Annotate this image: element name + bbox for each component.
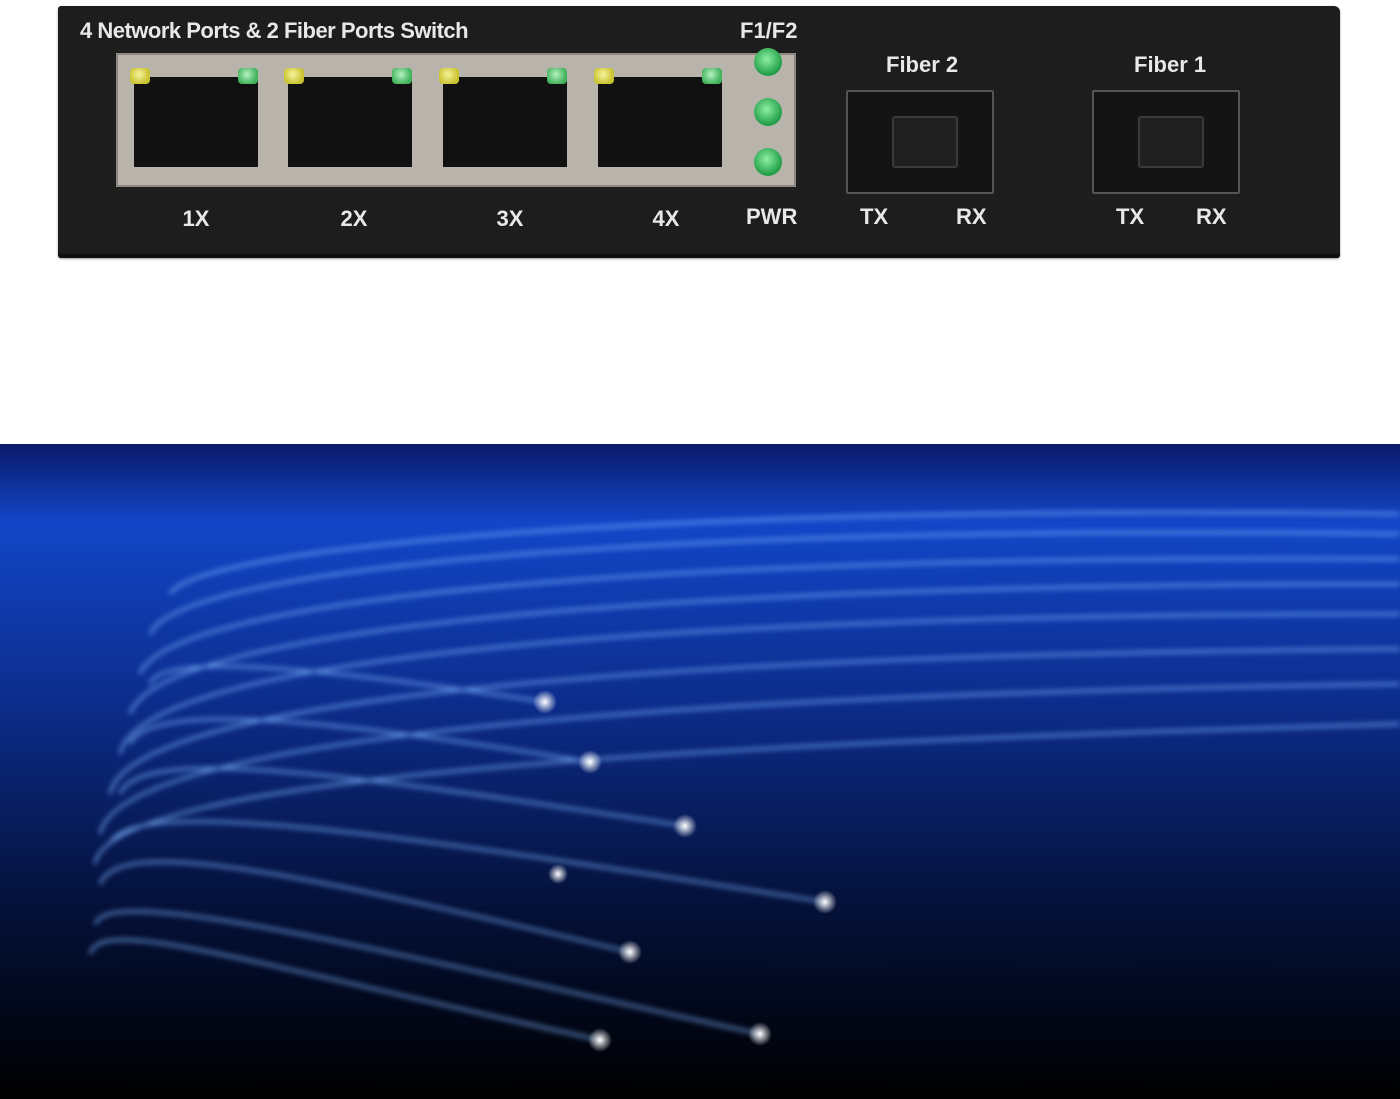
rj45-socket-icon — [443, 77, 567, 167]
port-label-3: 3X — [496, 206, 524, 231]
f1-f2-label: F1/F2 — [740, 18, 798, 43]
sfp-cage-icon — [892, 116, 958, 168]
pwr-label: PWR — [746, 204, 798, 229]
port-label-4: 4X — [652, 206, 680, 231]
fiber-port-1[interactable] — [1092, 90, 1240, 194]
ethernet-port-1[interactable] — [120, 63, 264, 175]
fiber-1-rx-label: RX — [1196, 204, 1227, 229]
fiber-1-label: Fiber 1 — [1134, 52, 1207, 77]
link-led-icon — [594, 68, 614, 84]
activity-led-icon — [238, 68, 258, 84]
ethernet-port-4[interactable] — [584, 63, 728, 175]
status-led-icon — [754, 48, 782, 76]
fiber-optic-image — [0, 444, 1400, 1099]
fiber-strands-icon — [88, 511, 1400, 1052]
sfp-cage-icon — [1138, 116, 1204, 168]
rj45-socket-icon — [598, 77, 722, 167]
fiber-port-2[interactable] — [846, 90, 994, 194]
port-label-2: 2X — [340, 206, 368, 231]
fiber-2-rx-label: RX — [956, 204, 987, 229]
ethernet-port-2[interactable] — [274, 63, 418, 175]
fiber-2-label: Fiber 2 — [886, 52, 959, 77]
switch-front-panel: 4 Network Ports & 2 Fiber Ports Switch 1… — [58, 6, 1340, 258]
fiber-1-tx-label: TX — [1116, 204, 1145, 229]
rj45-socket-icon — [288, 77, 412, 167]
panel-title: 4 Network Ports & 2 Fiber Ports Switch — [80, 18, 469, 43]
power-led-icon — [754, 148, 782, 176]
link-led-icon — [130, 68, 150, 84]
link-led-icon — [439, 68, 459, 84]
rj45-socket-icon — [134, 77, 258, 167]
activity-led-icon — [702, 68, 722, 84]
activity-led-icon — [392, 68, 412, 84]
ethernet-port-3[interactable] — [429, 63, 573, 175]
fiber-2-tx-label: TX — [860, 204, 889, 229]
ethernet-port-block — [116, 53, 796, 187]
link-led-icon — [284, 68, 304, 84]
status-led-icon — [754, 98, 782, 126]
activity-led-icon — [547, 68, 567, 84]
port-label-1: 1X — [182, 206, 210, 231]
